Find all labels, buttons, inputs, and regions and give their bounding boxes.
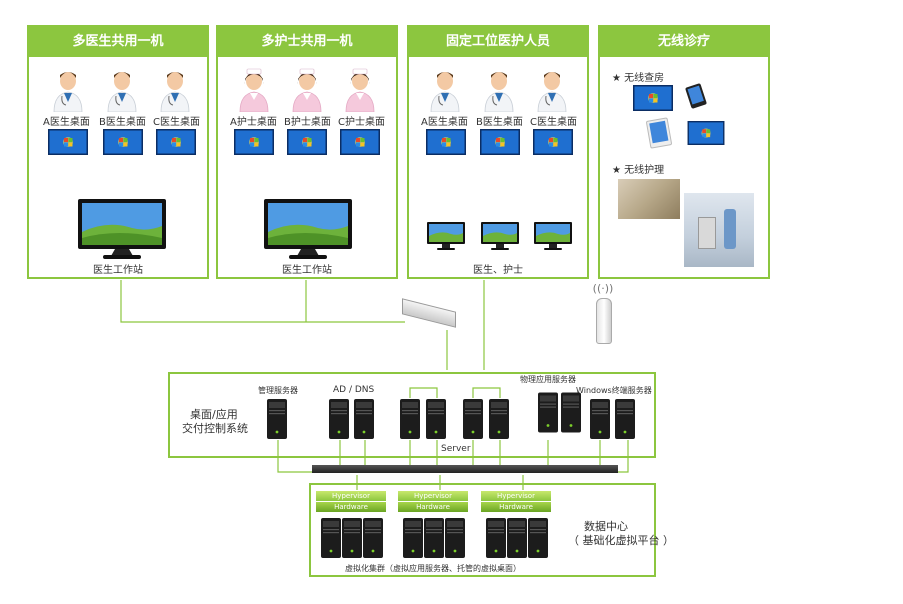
doctor-icon: [106, 68, 138, 112]
station-label: 医生、护士: [473, 265, 523, 276]
server-tower-icon: [402, 517, 424, 559]
server-tower-icon: [444, 517, 466, 559]
doctor-icon: [159, 68, 191, 112]
panel-title: 多护士共用一机: [218, 27, 396, 57]
windows-terminal-server-label: Windows终端服务器: [576, 386, 652, 395]
server-tower-icon: [527, 517, 549, 559]
ad-dns-server-label: AD / DNS: [333, 385, 375, 395]
panel-multi-doctor: 多医生共用一机 A医生桌面 B医生桌面 C医生桌面 医生工作站: [27, 25, 209, 279]
server-tower-icon: [537, 385, 559, 440]
desktop-label-a: A医生桌面: [421, 117, 468, 128]
physical-app-server-label: 物理应用服务器: [520, 375, 576, 384]
panel-wireless: 无线诊疗 ★ 无线查房 ★ 无线护理: [598, 25, 770, 279]
datacenter-title-line1: 数据中心: [584, 520, 628, 533]
server-tower-icon: [353, 398, 375, 440]
desktop-label-b: B医生桌面: [99, 117, 146, 128]
desktop-label-c: C医生桌面: [530, 117, 577, 128]
wireless-access-point-icon: ((·)): [590, 282, 616, 344]
hypervisor-block: Hypervisor Hardware: [398, 491, 468, 512]
control-label-line2: 交付控制系统: [182, 422, 248, 435]
tablet-screen-icon: [632, 85, 674, 111]
delivery-control-system: [168, 372, 656, 458]
hypervisor-block: Hypervisor Hardware: [481, 491, 551, 512]
desktop-label-b: B医生桌面: [476, 117, 523, 128]
panel-title: 固定工位医护人员: [409, 27, 587, 57]
server-tower-icon: [341, 517, 363, 559]
nurse-icon: [344, 68, 376, 112]
nurse-icon: [238, 68, 270, 112]
monitor-icon: [480, 221, 520, 251]
doctor-icon: [536, 68, 568, 112]
hardware-label: Hardware: [481, 502, 551, 512]
monitor-icon: [533, 221, 573, 251]
desktop-label-a: A护士桌面: [230, 117, 277, 128]
server-tower-icon: [266, 398, 288, 440]
hypervisor-label: Hypervisor: [481, 491, 551, 501]
hardware-label: Hardware: [398, 502, 468, 512]
server-tower-icon: [485, 517, 507, 559]
workstation-monitor-icon: [263, 198, 353, 260]
nursing-photo-image: [618, 179, 680, 219]
server-tower-icon: [589, 398, 611, 440]
hypervisor-block: Hypervisor Hardware: [316, 491, 386, 512]
management-server-label: 管理服务器: [258, 386, 298, 395]
station-label: 医生工作站: [93, 265, 143, 276]
server-label: Server: [441, 444, 471, 454]
desktop-screen-icon: [103, 129, 143, 155]
desktop-screen-icon: [287, 129, 327, 155]
desktop-screen-icon: [533, 129, 573, 155]
hypervisor-label: Hypervisor: [316, 491, 386, 501]
wireless-rounds-label: ★ 无线查房: [612, 73, 665, 84]
server-tower-icon: [614, 398, 636, 440]
datacenter-platform: [309, 483, 656, 577]
desktop-screen-icon: [48, 129, 88, 155]
cluster-label: 虚拟化集群（虚拟应用服务器、托管的虚拟桌面）: [345, 564, 521, 573]
server-tower-icon: [560, 385, 582, 440]
server-tower-icon: [362, 517, 384, 559]
server-tower-icon: [320, 517, 342, 559]
hypervisor-label: Hypervisor: [398, 491, 468, 501]
panel-title: 无线诊疗: [600, 27, 768, 57]
doctor-icon: [483, 68, 515, 112]
tablet-icon: [645, 117, 673, 149]
desktop-label-b: B护士桌面: [284, 117, 331, 128]
station-label: 医生工作站: [282, 265, 332, 276]
server-tower-icon: [425, 398, 447, 440]
desktop-screen-icon: [340, 129, 380, 155]
doctor-icon: [429, 68, 461, 112]
server-tower-icon: [423, 517, 445, 559]
desktop-screen-icon: [156, 129, 196, 155]
hardware-label: Hardware: [316, 502, 386, 512]
panel-fixed-staff: 固定工位医护人员 A医生桌面 B医生桌面 C医生桌面 医生、护士: [407, 25, 589, 279]
server-tower-icon: [488, 398, 510, 440]
desktop-label-c: C护士桌面: [338, 117, 385, 128]
monitor-icon: [426, 221, 466, 251]
server-tower-icon: [328, 398, 350, 440]
desktop-screen-icon: [480, 129, 520, 155]
panel-title: 多医生共用一机: [29, 27, 207, 57]
nursing-cart-photo-image: [684, 193, 754, 267]
server-tower-icon: [506, 517, 528, 559]
tablet-icon: [684, 83, 708, 109]
panel-multi-nurse: 多护士共用一机 A护士桌面 B护士桌面 C护士桌面 医生工作站: [216, 25, 398, 279]
desktop-label-a: A医生桌面: [43, 117, 90, 128]
server-tower-icon: [399, 398, 421, 440]
desktop-label-c: C医生桌面: [153, 117, 200, 128]
desktop-screen-icon: [234, 129, 274, 155]
tablet-screen-icon: [686, 121, 726, 145]
network-bus: [312, 465, 618, 473]
control-label-line1: 桌面/应用: [190, 408, 238, 421]
desktop-screen-icon: [426, 129, 466, 155]
workstation-monitor-icon: [77, 198, 167, 260]
server-tower-icon: [462, 398, 484, 440]
nurse-icon: [291, 68, 323, 112]
wireless-nursing-label: ★ 无线护理: [612, 165, 665, 176]
doctor-icon: [52, 68, 84, 112]
datacenter-title-line2: （ 基础化虚拟平台 ）: [568, 534, 674, 547]
